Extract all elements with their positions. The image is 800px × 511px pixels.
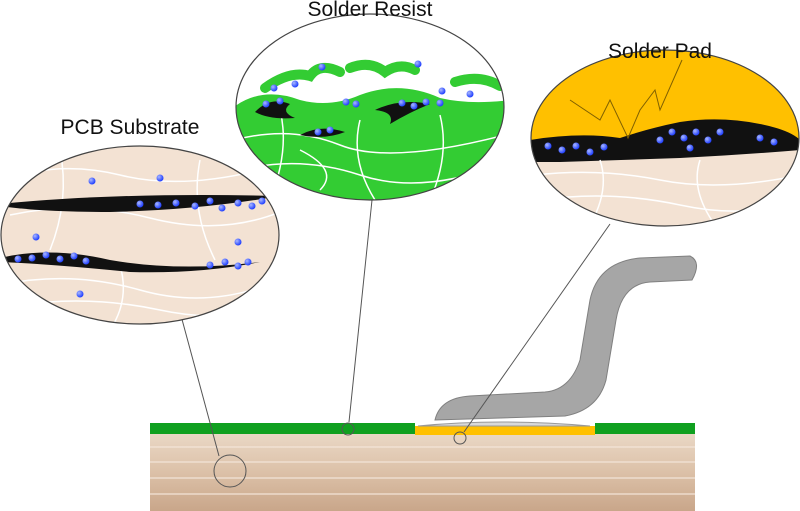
board-substrate: [150, 433, 695, 511]
ions: [14, 174, 266, 298]
board-solder-resist-left: [150, 423, 415, 434]
component-lead: [434, 255, 697, 421]
ions: [262, 60, 474, 136]
pcb-substrate-zoom: [0, 145, 280, 325]
ions: [544, 128, 778, 156]
leader-lines: [179, 199, 611, 488]
label-solder-resist: Solder Resist: [307, 0, 433, 21]
label-solder-pad: Solder Pad: [608, 40, 712, 63]
pcb-board: [150, 421, 695, 511]
board-solder-resist-right: [595, 423, 695, 434]
label-pcb-substrate: PCB Substrate: [60, 116, 200, 139]
substrate-layers: [150, 446, 695, 495]
solder-pad-zoom: [530, 49, 800, 227]
board-solder-pad: [415, 426, 595, 435]
solder-fillet: [417, 421, 591, 427]
delamination-crack: [1, 252, 260, 273]
solder-resist-zoom: [235, 13, 505, 201]
